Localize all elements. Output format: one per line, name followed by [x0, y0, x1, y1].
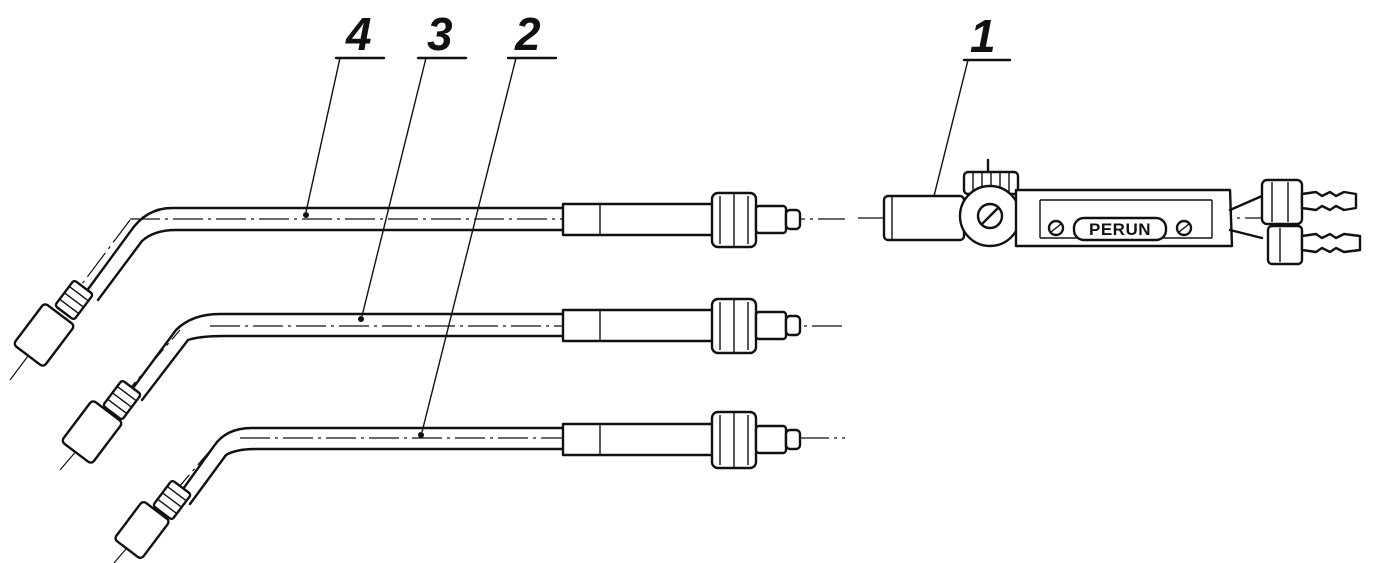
callout-2-label: 2: [514, 8, 541, 60]
tube-4: [9, 191, 845, 381]
callout-4: 4: [303, 8, 386, 218]
tube-2: [113, 410, 845, 563]
callout-1-label: 1: [970, 10, 996, 62]
callout-4-label: 4: [345, 8, 372, 60]
callout-3: 3: [358, 8, 468, 322]
handle-brand-label: PERUN: [1089, 220, 1151, 239]
handle-assembly: PERUN: [858, 158, 1362, 266]
callout-3-label: 3: [427, 8, 453, 60]
callout-2: 2: [418, 8, 558, 438]
callout-1: 1: [928, 10, 1012, 211]
tube-3: [59, 297, 845, 471]
